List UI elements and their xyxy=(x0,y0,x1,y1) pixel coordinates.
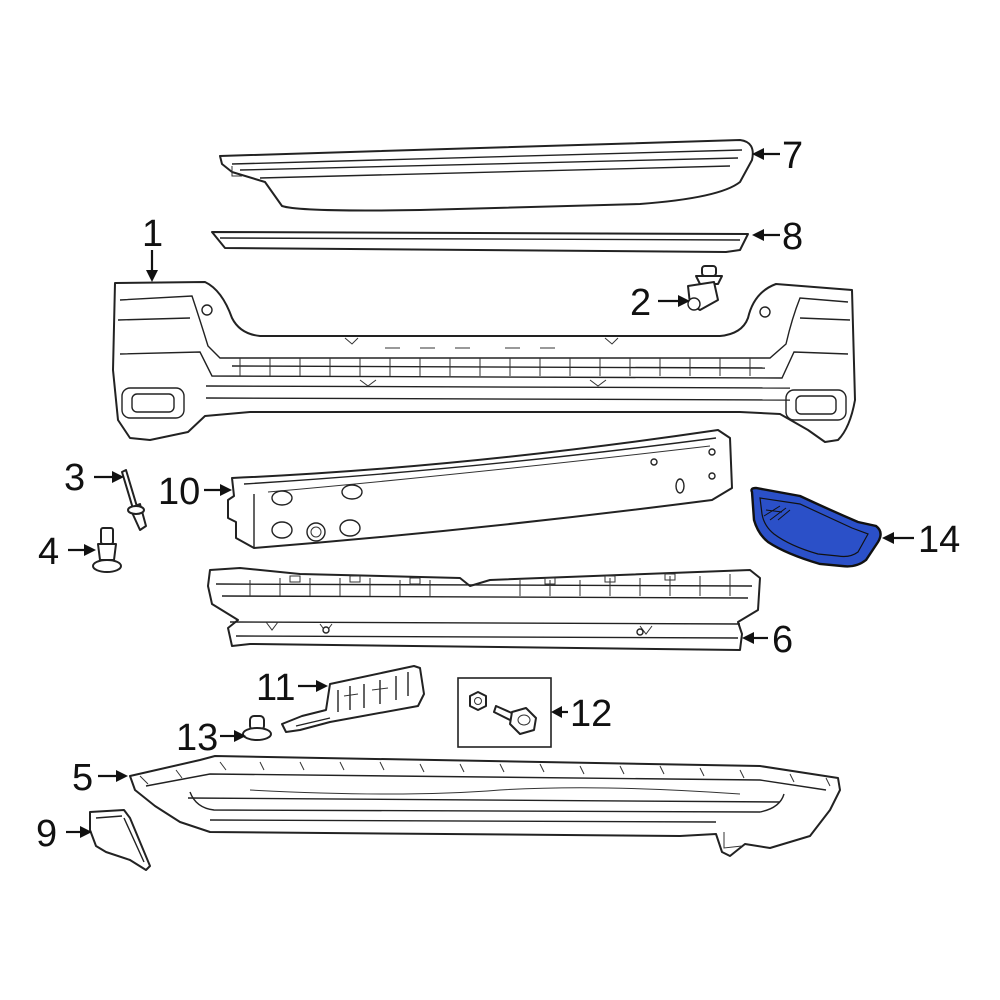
callout-arrows xyxy=(66,148,914,838)
callout-1: 1 xyxy=(142,213,163,255)
callout-2: 2 xyxy=(630,282,651,324)
part-13-push-nut[interactable] xyxy=(242,715,272,741)
part-7-step-pad[interactable] xyxy=(219,139,754,212)
callout-14: 14 xyxy=(918,519,960,561)
part-14-bracket[interactable] xyxy=(750,486,882,568)
part-5-lower-fascia[interactable] xyxy=(129,755,841,857)
part-12-fastener-kit[interactable] xyxy=(457,677,552,748)
callout-13: 13 xyxy=(176,717,218,759)
part-9-end-cap[interactable] xyxy=(89,809,151,871)
part-4-clip[interactable] xyxy=(92,527,122,573)
callout-5: 5 xyxy=(72,757,93,799)
part-2-push-pin[interactable] xyxy=(687,265,723,311)
callout-8: 8 xyxy=(782,216,803,258)
callout-4: 4 xyxy=(38,531,59,573)
callout-9: 9 xyxy=(36,813,57,855)
part-8-trim-strip[interactable] xyxy=(211,231,749,253)
callout-6: 6 xyxy=(772,619,793,661)
callout-3: 3 xyxy=(64,457,85,499)
part-3-rivet[interactable] xyxy=(121,469,147,531)
callout-12: 12 xyxy=(570,693,612,735)
callout-labels: 1 2 3 4 5 6 7 8 9 10 11 12 13 14 xyxy=(36,135,960,855)
callout-11: 11 xyxy=(256,667,295,709)
part-1-bumper-cover[interactable] xyxy=(112,281,856,443)
part-10-reinforcement-beam[interactable] xyxy=(227,429,733,549)
callout-7: 7 xyxy=(782,135,803,177)
part-11-mounting-bracket[interactable] xyxy=(281,665,425,733)
part-6-energy-absorber[interactable] xyxy=(207,567,761,651)
callout-10: 10 xyxy=(158,471,200,513)
